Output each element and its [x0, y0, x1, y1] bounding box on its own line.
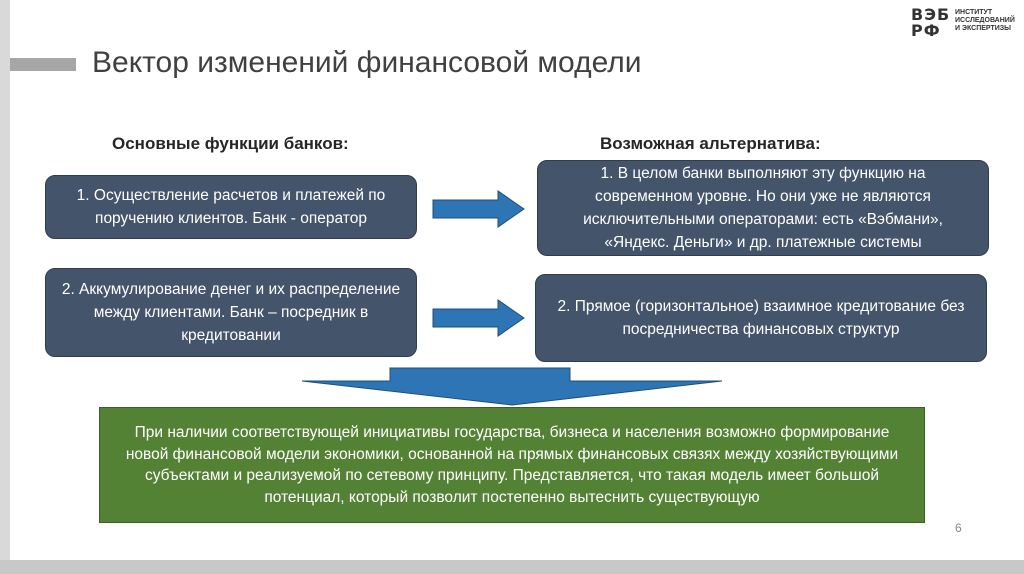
- right-arrow-icon-1: [432, 190, 525, 228]
- veb-logo: ВЭБ РФ ИНСТИТУТ ИССЛЕДОВАНИЙ И ЭКСПЕРТИЗ…: [911, 7, 1015, 43]
- right-arrow-icon-2: [432, 299, 525, 337]
- bank-function-text-1: 1. Осуществление расчетов и платежей по …: [76, 187, 386, 227]
- logo-letters: ВЭБ РФ: [911, 7, 950, 39]
- alternative-text-2: 2. Прямое (горизонтальное) взаимное кред…: [557, 298, 965, 338]
- alternative-text-1: 1. В целом банки выполняют эту функцию н…: [583, 165, 943, 251]
- logo-line-3: И ЭКСПЕРТИЗЫ: [955, 25, 1012, 32]
- left-frame-bar: [0, 0, 10, 574]
- slide-title: Вектор изменений финансовой модели: [92, 46, 642, 79]
- conclusion-text: При наличии соответствующей инициативы г…: [125, 424, 899, 506]
- page-number: 6: [955, 521, 962, 535]
- down-arrow-icon: [301, 367, 723, 406]
- alternative-box-2: 2. Прямое (горизонтальное) взаимное кред…: [535, 274, 987, 362]
- logo-letters-top: ВЭБ: [911, 5, 951, 24]
- bank-function-box-2: 2. Аккумулирование денег и их распределе…: [45, 268, 417, 357]
- logo-letters-bottom: РФ: [911, 21, 941, 40]
- logo-line-1: ИНСТИТУТ: [955, 9, 993, 16]
- bank-function-text-2: 2. Аккумулирование денег и их распределе…: [61, 281, 401, 344]
- bank-function-box-1: 1. Осуществление расчетов и платежей по …: [45, 175, 417, 239]
- logo-caption: ИНСТИТУТ ИССЛЕДОВАНИЙ И ЭКСПЕРТИЗЫ: [955, 9, 1015, 33]
- right-column-heading: Возможная альтернатива:: [600, 134, 821, 153]
- title-accent-bar: [10, 58, 76, 71]
- alternative-box-1: 1. В целом банки выполняют эту функцию н…: [537, 160, 989, 256]
- bottom-frame-bar: [0, 560, 1024, 574]
- logo-line-2: ИССЛЕДОВАНИЙ: [955, 17, 1015, 24]
- conclusion-box: При наличии соответствующей инициативы г…: [99, 407, 925, 523]
- left-column-heading: Основные функции банков:: [112, 134, 349, 153]
